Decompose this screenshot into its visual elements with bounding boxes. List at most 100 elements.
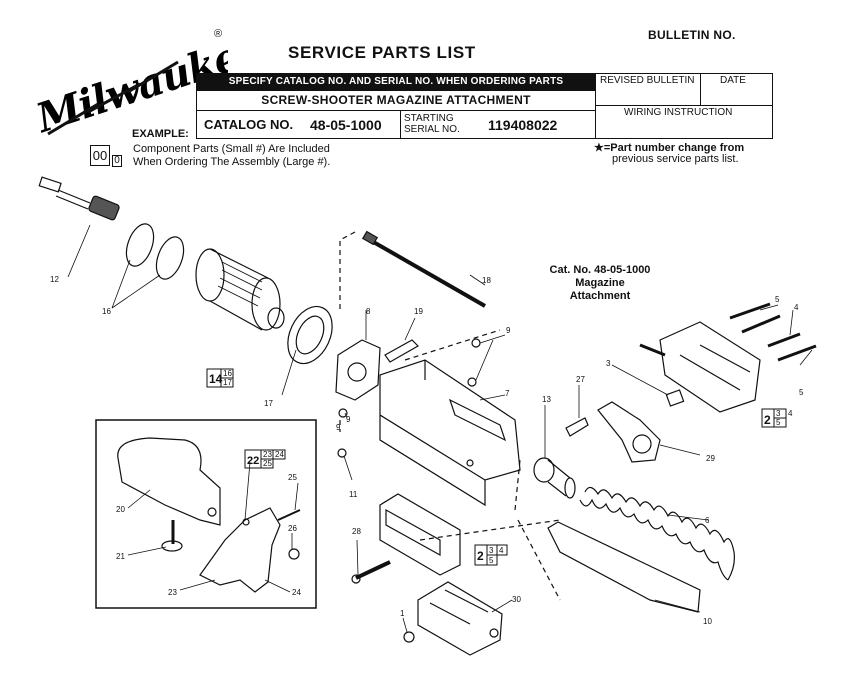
attachment-name: SCREW-SHOOTER MAGAZINE ATTACHMENT	[261, 93, 531, 107]
callout-14: 14	[209, 372, 223, 386]
caption-line-3: Attachment	[569, 290, 631, 302]
screw-head-part	[403, 631, 415, 643]
callout-28: 28	[352, 527, 361, 536]
guide-part	[417, 581, 503, 656]
screw-head-part	[471, 338, 481, 348]
callout-24-small: 24	[275, 450, 284, 459]
callout-7: 7	[505, 389, 510, 398]
callout-3: 3	[606, 359, 611, 368]
callout-5: 5	[775, 295, 780, 304]
knob-part	[288, 548, 300, 560]
star-note-line-1: ★=Part number change from	[594, 142, 745, 154]
callout-4-small: 4	[788, 409, 793, 418]
row-divider	[197, 90, 595, 91]
callout-5: 5	[799, 388, 804, 397]
example-note: Component Parts (Small #) Are Included W…	[133, 143, 330, 169]
screw-part	[729, 302, 771, 320]
screw-part	[767, 332, 801, 348]
callout-21: 21	[116, 552, 125, 561]
callout-17-small: 17	[223, 378, 232, 387]
o-ring-part	[155, 236, 185, 280]
callout-16: 16	[102, 307, 111, 316]
screw-head-part	[467, 377, 477, 387]
callout-5-small: 5	[776, 418, 781, 427]
screw-part	[777, 344, 817, 362]
callout-18: 18	[482, 276, 491, 285]
callout-27: 27	[576, 375, 585, 384]
page-title: SERVICE PARTS LIST	[288, 43, 476, 62]
small-box-top	[112, 145, 122, 156]
row-divider	[197, 110, 595, 111]
serial-label: SERIAL NO.	[404, 124, 460, 135]
column-divider	[595, 73, 596, 139]
tube-part	[533, 457, 576, 499]
header-table	[196, 73, 773, 139]
callout-5-small: 5	[489, 556, 494, 565]
callout-1: 1	[400, 609, 405, 618]
screw-part	[277, 509, 301, 521]
grip-part	[199, 507, 281, 593]
slide-part	[379, 493, 461, 576]
handle-part	[117, 437, 221, 526]
callout-9: 9	[506, 326, 511, 335]
registered-mark: ®	[214, 28, 223, 40]
callout-3-small: 3	[776, 409, 781, 418]
bit-holder-part	[38, 176, 120, 221]
callout-9: 9	[346, 415, 351, 424]
example-line-2: When Ordering The Assembly (Large #).	[133, 156, 331, 168]
feed-strip-part	[547, 521, 701, 613]
callout-25: 25	[288, 473, 297, 482]
callout-19: 19	[414, 307, 423, 316]
serial-number: 119408022	[488, 117, 558, 133]
column-divider	[700, 73, 701, 105]
screw-part	[565, 417, 589, 437]
screw-head-part	[338, 408, 348, 418]
o-ring-part	[125, 223, 155, 267]
pin-part	[355, 560, 391, 580]
callout-26: 26	[288, 524, 297, 533]
sleeve-part	[195, 248, 285, 331]
date-label: DATE	[720, 75, 746, 86]
callout-8: 8	[366, 307, 371, 316]
nut-part	[287, 305, 333, 365]
callout-11: 11	[349, 490, 358, 499]
screw-part	[384, 339, 419, 363]
caption-line-1: Cat. No. 48-05-1000	[549, 264, 651, 276]
example-label: EXAMPLE:	[132, 128, 189, 140]
callout-4: 4	[794, 303, 799, 312]
shaft-part	[361, 230, 486, 308]
catalog-caption: Cat. No. 48-05-1000 Magazine Attachment	[540, 264, 660, 303]
callout-30: 30	[512, 595, 521, 604]
callout-16-small: 16	[223, 369, 232, 378]
callout-23-small: 23	[263, 450, 272, 459]
star-note-line-2: previous service parts list.	[612, 153, 739, 165]
catalog-number: 48-05-1000	[310, 117, 382, 133]
row-divider	[595, 105, 773, 106]
bracket-part	[335, 339, 381, 401]
callout-2: 2	[764, 413, 771, 427]
callout-9: 9	[336, 423, 341, 432]
cam-part	[597, 401, 661, 463]
star-note: ★=Part number change from previous servi…	[594, 143, 744, 165]
inset-frame	[95, 419, 317, 609]
callout-29: 29	[706, 454, 715, 463]
callout-3-small: 3	[489, 546, 494, 555]
callout-2: 2	[477, 549, 484, 563]
callout-10: 10	[703, 617, 712, 626]
callout-25-small: 25	[263, 459, 272, 468]
screw-head-part	[337, 448, 347, 458]
example-large-box: 00	[90, 145, 110, 166]
callout-24: 24	[292, 588, 301, 597]
revised-bulletin-label: REVISED BULLETIN	[600, 75, 695, 86]
bulletin-label: BULLETIN NO.	[648, 28, 736, 42]
catalog-label: CATALOG NO.	[204, 117, 294, 132]
callout-numbers: 12 16 14 16 17 17 18 8 19 9 9 9 11 7 13 …	[50, 275, 804, 626]
starting-label: STARTING	[404, 113, 454, 124]
example-line-1: Component Parts (Small #) Are Included	[133, 143, 330, 155]
callout-4-small: 4	[499, 546, 504, 555]
specify-banner: SPECIFY CATALOG NO. AND SERIAL NO. WHEN …	[197, 74, 595, 90]
wiring-instruction-label: WIRING INSTRUCTION	[624, 107, 733, 118]
nose-assembly-part	[639, 321, 761, 413]
small-box-bottom: 0	[112, 156, 122, 167]
